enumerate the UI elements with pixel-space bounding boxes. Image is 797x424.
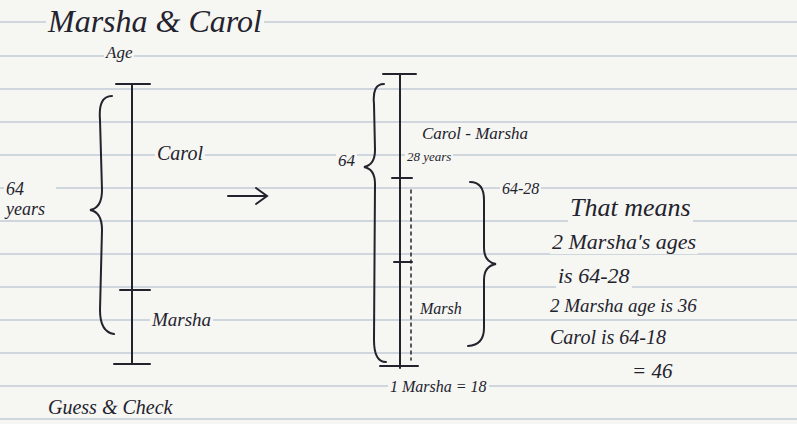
segment-label: Marsh [418, 300, 464, 318]
span-label: 64 [336, 152, 357, 171]
axis-label: Age [104, 44, 134, 63]
method-note: Guess & Check [46, 396, 174, 418]
note-text: Carol is 64-18 [548, 326, 668, 348]
span-label: 64 years [4, 180, 56, 220]
note-text: 2 Marsha's ages [550, 230, 698, 254]
difference-label: 28 years [405, 150, 453, 164]
ruled-lines [0, 22, 797, 419]
note-text: That means [568, 194, 693, 223]
note-text: is 64-28 [556, 264, 632, 288]
age-bars [90, 74, 496, 368]
result-note: 1 Marsha = 18 [388, 378, 489, 396]
segment-label: Marsha [150, 310, 213, 331]
note-text: 2 Marsha age is 36 [548, 296, 699, 317]
note-text: = 46 [630, 360, 674, 383]
span-label: 64-28 [500, 180, 541, 198]
segment-label: Carol [155, 142, 205, 164]
segment-label: Carol - Marsha [420, 125, 530, 144]
page-title: Marsha & Carol [46, 4, 264, 39]
